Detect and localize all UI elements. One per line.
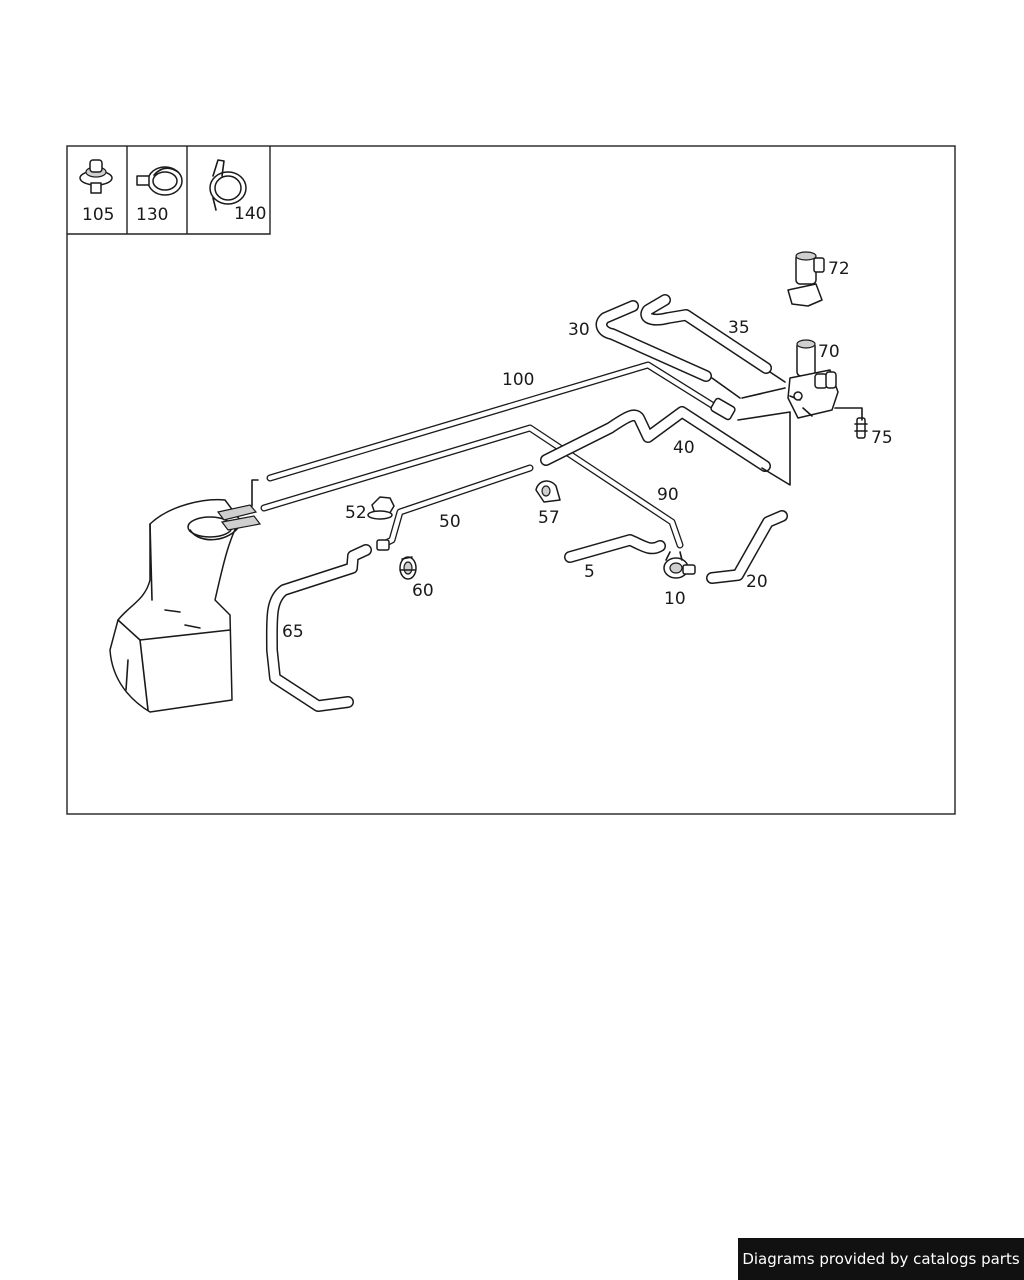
pipe-100 bbox=[266, 361, 736, 482]
hose-40 bbox=[540, 406, 771, 472]
callout-90: 90 bbox=[657, 485, 679, 505]
callout-30: 30 bbox=[568, 320, 590, 340]
callout-60: 60 bbox=[412, 581, 434, 601]
hose-clamp-icon bbox=[136, 166, 183, 196]
diagram-frame bbox=[66, 145, 956, 815]
washer-reservoir bbox=[109, 498, 262, 713]
callout-20: 20 bbox=[746, 572, 768, 592]
callout-72: 72 bbox=[828, 259, 850, 279]
grommet-57 bbox=[535, 480, 561, 503]
callout-100: 100 bbox=[502, 370, 534, 390]
callout-5: 5 bbox=[584, 562, 595, 582]
valve-70 bbox=[787, 339, 839, 419]
spring-clamp-icon bbox=[209, 159, 247, 211]
callout-57: 57 bbox=[538, 508, 560, 528]
fitting-75 bbox=[854, 417, 868, 439]
diagram-credit-banner: Diagrams provided by catalogs parts bbox=[738, 1238, 1024, 1280]
callout-10: 10 bbox=[664, 589, 686, 609]
legend-label-105: 105 bbox=[82, 205, 114, 225]
hose-5 bbox=[564, 534, 666, 563]
hose-20 bbox=[706, 510, 788, 584]
callout-35: 35 bbox=[728, 318, 750, 338]
pipe-50 bbox=[376, 464, 534, 551]
callout-52: 52 bbox=[345, 503, 367, 523]
hose-65 bbox=[265, 544, 372, 712]
hose-35 bbox=[640, 294, 772, 374]
grommet-60 bbox=[399, 556, 417, 580]
grommet-icon bbox=[79, 159, 113, 194]
callout-65: 65 bbox=[282, 622, 304, 642]
callout-40: 40 bbox=[673, 438, 695, 458]
nut-52 bbox=[367, 496, 395, 520]
callout-75: 75 bbox=[871, 428, 893, 448]
leader-lines bbox=[251, 371, 863, 507]
legend-label-130: 130 bbox=[136, 205, 168, 225]
callout-70: 70 bbox=[818, 342, 840, 362]
callout-50: 50 bbox=[439, 512, 461, 532]
pipe-90 bbox=[260, 424, 684, 549]
legend-label-140: 140 bbox=[234, 204, 266, 224]
legend-table: 105 130 140 bbox=[67, 146, 271, 235]
callout-labels: 5 10 20 30 35 40 50 52 57 60 65 70 72 75… bbox=[282, 259, 893, 642]
valve-72 bbox=[787, 251, 825, 307]
hose-30 bbox=[595, 300, 712, 382]
connector-10 bbox=[663, 551, 696, 579]
